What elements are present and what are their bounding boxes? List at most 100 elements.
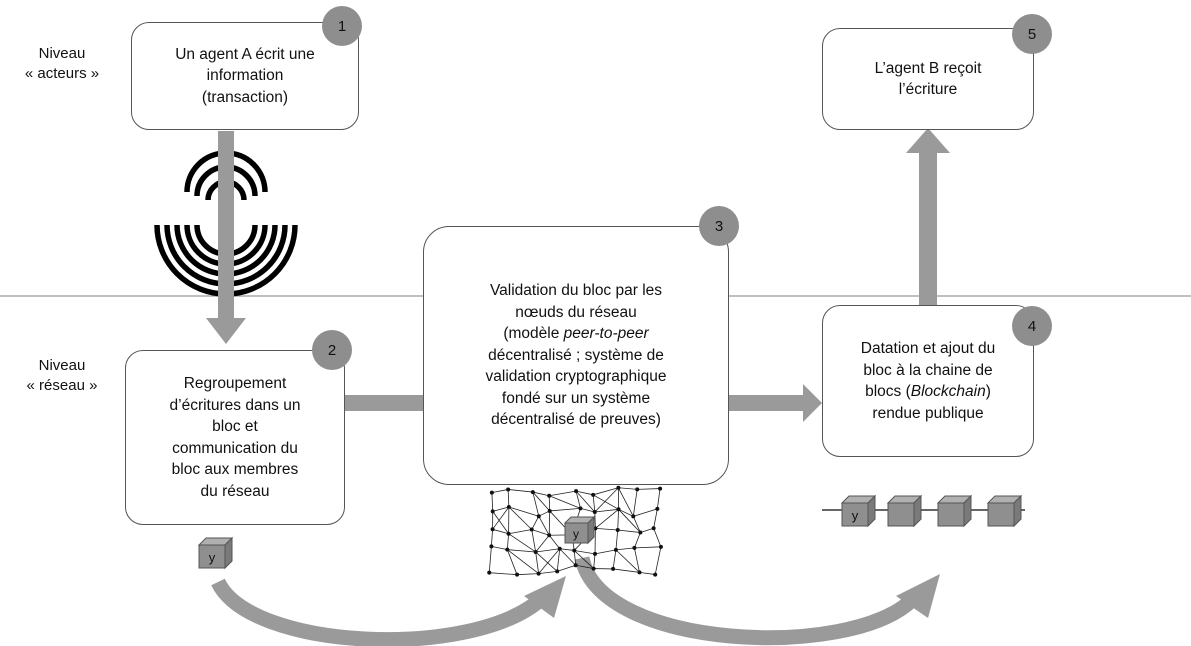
network-link: [632, 489, 638, 517]
network-link: [488, 546, 492, 573]
network-link: [618, 487, 634, 517]
network-block-letter: y: [573, 527, 579, 541]
step-1-box: Un agent A écrit une information (transa…: [131, 22, 359, 130]
network-node: [637, 570, 642, 575]
network-link: [592, 494, 596, 513]
network-node: [638, 530, 643, 535]
chain-block-letter: y: [852, 508, 859, 523]
network-node: [530, 490, 535, 495]
network-node: [536, 514, 541, 519]
network-link: [559, 548, 576, 566]
network-link: [532, 491, 540, 517]
network-node: [533, 549, 538, 554]
network-node: [547, 493, 552, 498]
step-5-box: L’agent B reçoit l’écriture: [822, 28, 1034, 130]
network-link: [492, 511, 509, 534]
network-node: [651, 526, 656, 531]
network-link: [508, 533, 536, 553]
network-link: [653, 508, 658, 529]
network-link: [634, 547, 640, 573]
chain-cube-1: y: [840, 494, 877, 528]
step-1-text-line: (transaction): [201, 88, 289, 106]
network-link: [574, 550, 596, 555]
level-label-actors: Niveau « acteurs »: [12, 44, 112, 84]
network-link: [575, 491, 581, 509]
network-node: [487, 570, 492, 575]
network-block-cube-icon: y: [563, 515, 596, 545]
level-label-network-line1: Niveau: [38, 357, 86, 374]
network-node: [506, 505, 511, 510]
network-link: [615, 529, 619, 550]
network-link: [556, 548, 561, 572]
step-1-badge: 1: [322, 6, 362, 46]
network-link: [573, 550, 594, 569]
network-link: [573, 550, 577, 566]
network-link: [531, 529, 550, 536]
network-node: [506, 487, 511, 492]
curved-arrow-network-to-chain: [574, 555, 940, 646]
step-1-text-line: Un agent A écrit une: [175, 45, 315, 63]
network-node: [613, 547, 618, 552]
network-link: [492, 506, 509, 512]
network-node: [574, 489, 579, 494]
network-link: [548, 495, 551, 511]
network-link: [508, 529, 532, 535]
network-link: [613, 568, 640, 573]
chain-cube-2: [886, 494, 923, 528]
step-4-text-line: rendue publique: [872, 404, 984, 422]
network-node: [592, 510, 597, 515]
network-link: [617, 509, 619, 531]
step-3-text-line: décentralisé de preuves): [491, 411, 661, 429]
network-node: [616, 507, 621, 512]
network-link: [538, 571, 558, 575]
network-link: [538, 548, 561, 574]
network-node: [635, 487, 640, 492]
network-link: [618, 487, 638, 490]
network-link: [492, 528, 509, 535]
step-5-text-line: L’agent B reçoit: [874, 59, 982, 77]
step-4-text-line: Datation et ajout du: [860, 340, 996, 357]
network-link: [531, 529, 537, 553]
network-node: [529, 527, 534, 532]
block-letter: y: [209, 550, 216, 565]
network-node: [536, 571, 541, 576]
network-node: [578, 506, 583, 511]
network-node: [555, 569, 560, 574]
step-4-badge: 4: [1012, 306, 1052, 346]
network-node: [632, 545, 637, 550]
step-3-text-line: (modèle peer-to-peer: [503, 325, 649, 343]
network-link: [637, 488, 661, 490]
step-2-text-line: bloc et: [212, 418, 258, 435]
network-node: [489, 544, 494, 549]
network-link: [617, 529, 641, 533]
network-node: [573, 563, 578, 568]
network-link: [595, 508, 619, 529]
level-label-network: Niveau « réseau »: [12, 356, 112, 396]
network-link: [538, 516, 550, 536]
network-link: [580, 508, 595, 513]
network-node: [591, 492, 596, 497]
network-link: [592, 494, 619, 510]
network-node: [489, 490, 494, 495]
step-3-text-line: nœuds du réseau: [515, 303, 637, 321]
network-link: [557, 564, 576, 572]
network-link: [594, 487, 619, 513]
step-3-box: Validation du bloc par les nœuds du rése…: [423, 226, 729, 485]
arrow-step2-to-step3: [343, 395, 424, 411]
network-link: [595, 527, 618, 531]
step-3-text-line: validation cryptographique: [485, 368, 667, 386]
arrow-step1-to-step2: [206, 131, 246, 344]
step-2-text-line: d’écritures dans un: [169, 396, 301, 414]
level-label-network-line2: « réseau »: [26, 377, 98, 394]
network-link: [639, 571, 656, 575]
arrow-step4-to-step5: [906, 128, 950, 308]
network-link: [491, 492, 494, 512]
step-2-text-line: du réseau: [200, 482, 270, 500]
step-4-box: Datation et ajout du bloc à la chaine de…: [822, 305, 1034, 457]
network-link: [656, 488, 661, 509]
network-link: [618, 508, 634, 517]
network-link: [593, 553, 596, 569]
network-link: [508, 489, 533, 493]
level-label-actors-line1: Niveau: [38, 45, 86, 62]
